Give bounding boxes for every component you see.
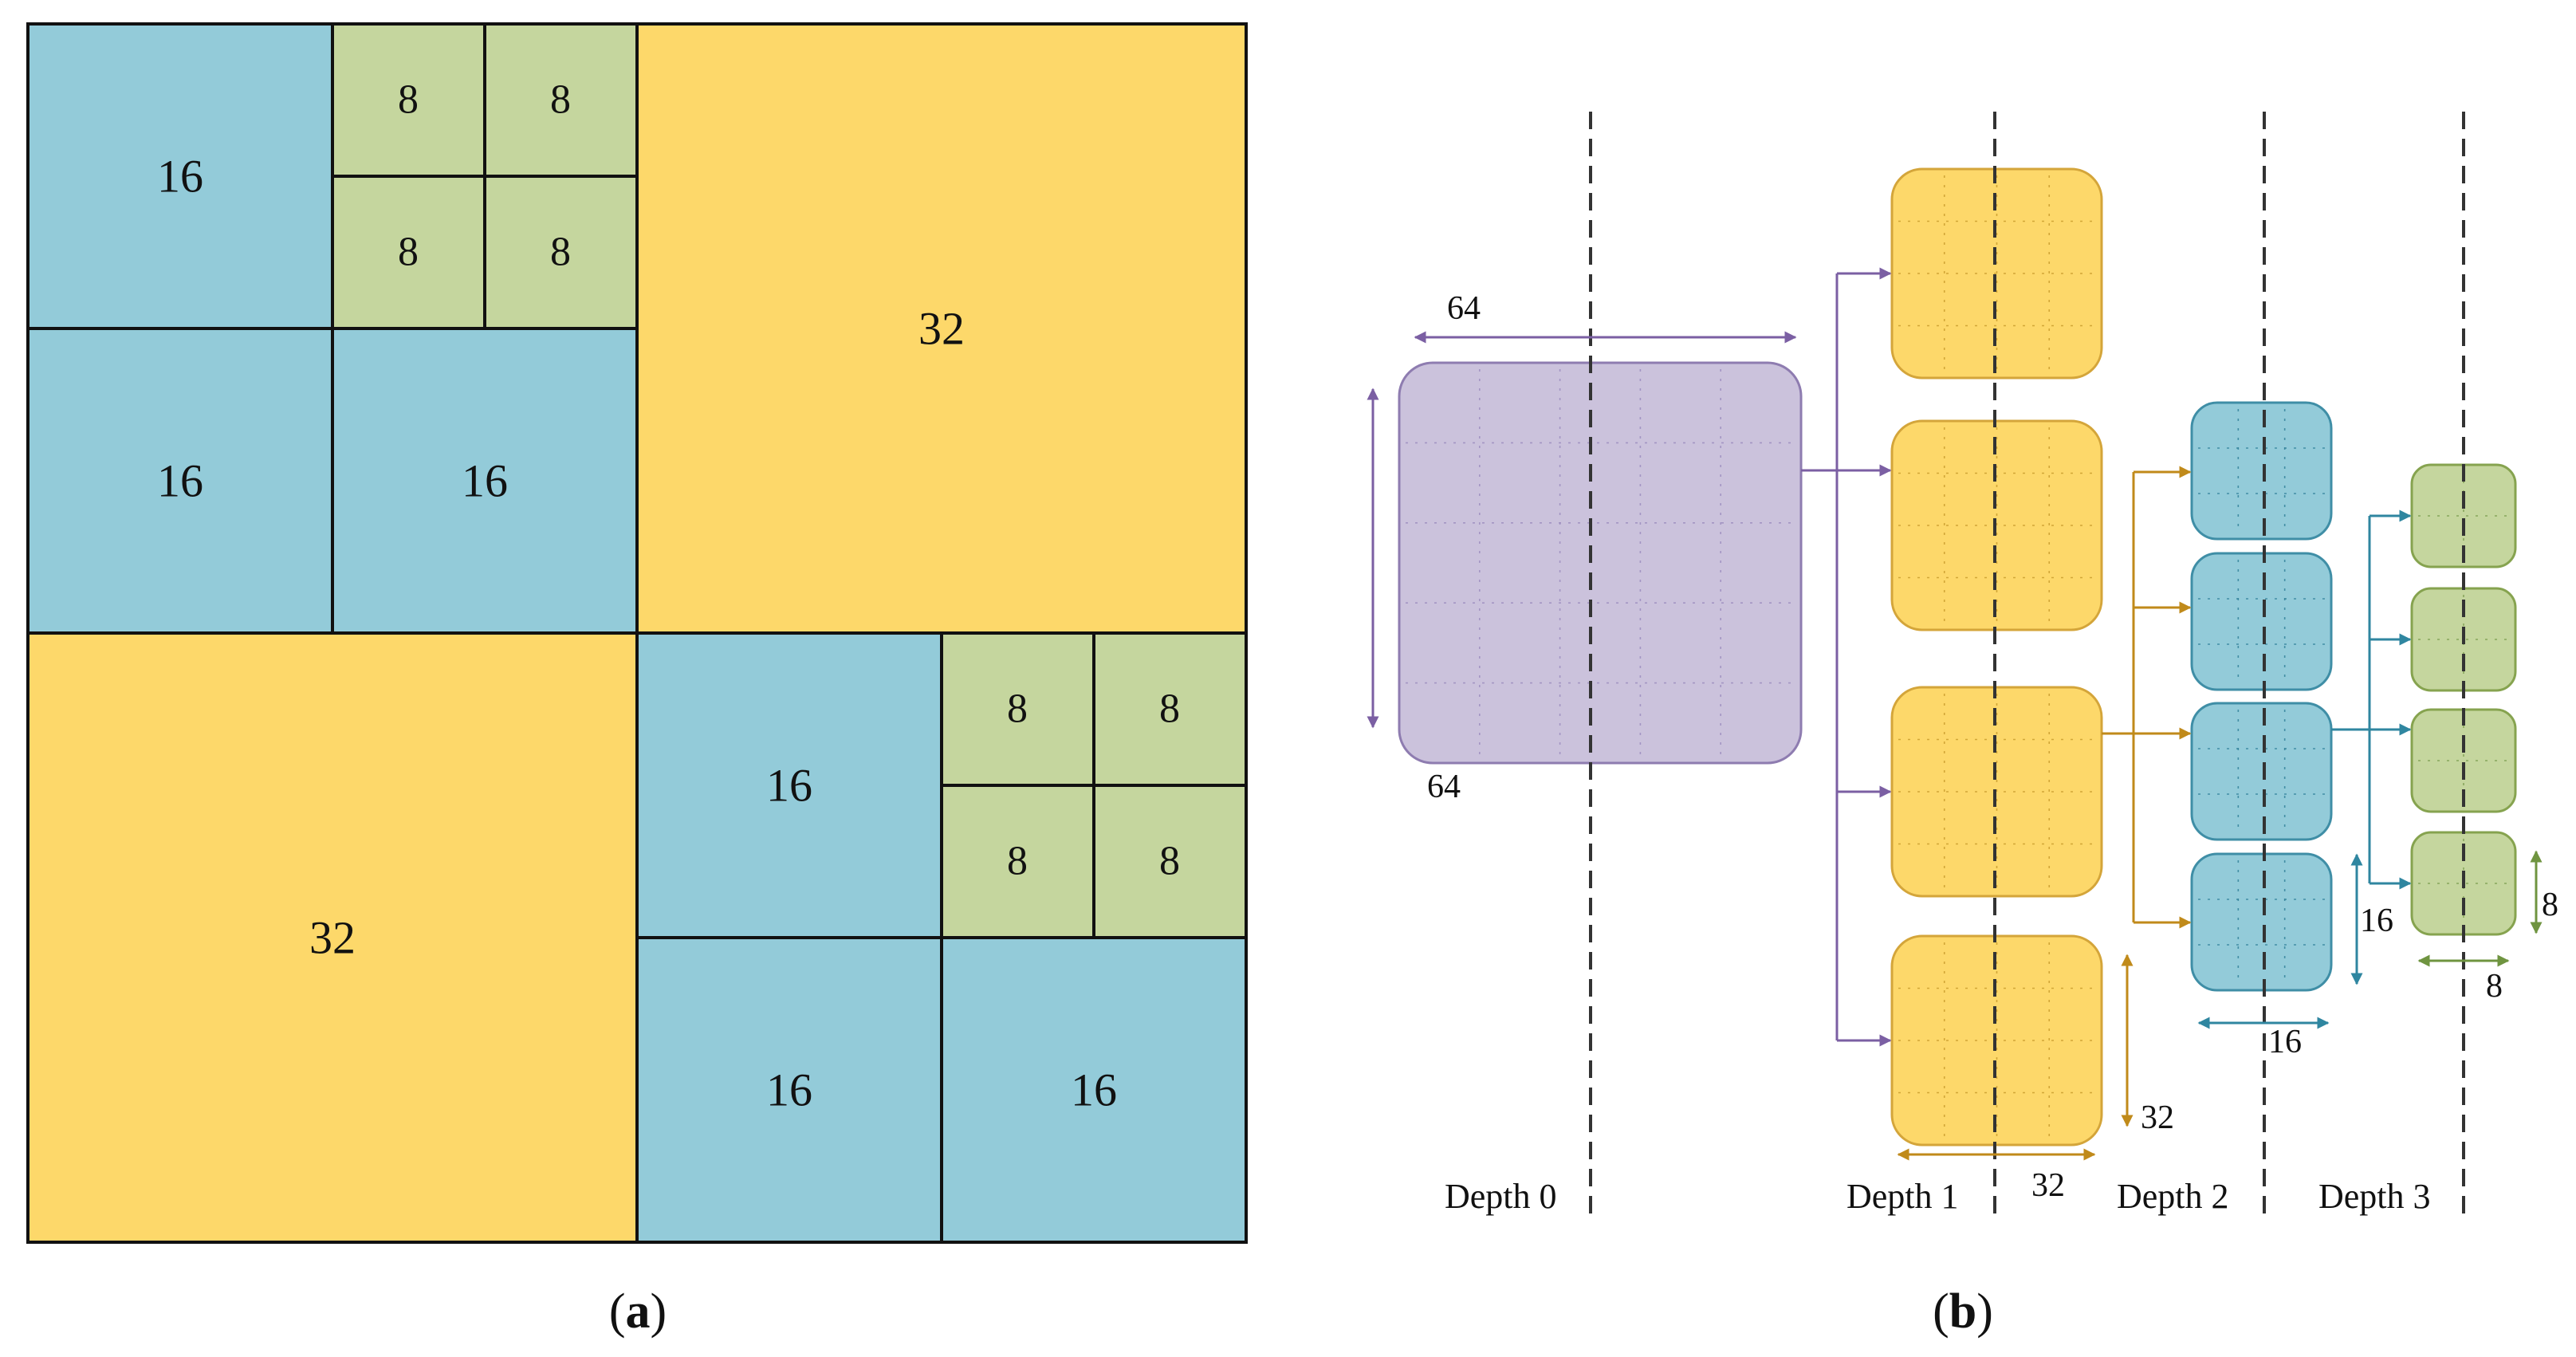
depth-tree: 64 64 32 32 16 16 8 8 Depth 0 Depth 1 De…: [1367, 112, 2558, 1220]
cell-rect: [940, 936, 1248, 1244]
cell-label: 16: [462, 455, 508, 507]
quadtree-cell-16: 16: [940, 936, 1248, 1244]
depth0-height-label: 64: [1427, 769, 1461, 805]
cell-rect: [26, 327, 334, 635]
cell-label: 16: [1071, 1064, 1117, 1116]
quadtree-cell-8: 8: [331, 22, 486, 178]
panel-b-caption: (b): [1933, 1284, 1993, 1339]
quadtree-cell-8: 8: [483, 175, 639, 330]
block-64: [1398, 361, 1803, 765]
depth1-blocks: [1890, 167, 2103, 1147]
cell-label: 8: [1159, 839, 1180, 884]
quadtree-cell-16: 16: [331, 327, 639, 635]
quadtree-partition: 16 8 8 8 8 16 16 32: [26, 22, 1248, 1244]
cell-label: 16: [157, 151, 203, 203]
cell-rect: [331, 22, 486, 178]
cell-rect: [1092, 784, 1248, 939]
cell-rect: [635, 22, 1248, 635]
cell-label: 8: [550, 77, 571, 123]
connector-depth1-depth2: [2102, 466, 2192, 929]
dimension-arrows: [1367, 331, 2543, 1161]
block-16: [2190, 552, 2333, 691]
quadtree-cell-16: 16: [26, 22, 334, 330]
block-16: [2190, 852, 2333, 992]
depth-label-3: Depth 3: [2318, 1177, 2431, 1216]
cell-rect: [635, 631, 943, 939]
cell-label: 8: [398, 77, 419, 123]
cell-label: 8: [398, 230, 419, 275]
cell-label: 8: [1007, 839, 1028, 884]
block-16: [2190, 401, 2333, 541]
quadtree-cell-32: 32: [26, 631, 639, 1244]
cell-label: 16: [766, 1064, 812, 1116]
quadtree-cell-8: 8: [483, 22, 639, 178]
cell-label: 16: [766, 760, 812, 812]
quadtree-cell-16: 16: [635, 631, 943, 939]
cell-label: 8: [550, 230, 571, 275]
depth3-width-label: 8: [2486, 968, 2503, 1005]
depth-label-2: Depth 2: [2117, 1177, 2229, 1216]
quadtree-cell-8: 8: [331, 175, 486, 330]
connector-depth2-depth3: [2331, 509, 2412, 890]
depth0-block: [1398, 361, 1803, 765]
cell-label: 8: [1159, 686, 1180, 732]
depth-label-0: Depth 0: [1445, 1177, 1557, 1216]
connector-depth0-depth1: [1801, 267, 1892, 1047]
depth3-height-label: 8: [2542, 887, 2558, 923]
cell-label: 16: [157, 455, 203, 507]
quadtree-cell-32: 32: [635, 22, 1248, 635]
cell-label: 8: [1007, 686, 1028, 732]
quadtree-cell-16: 16: [26, 327, 334, 635]
cell-label: 32: [918, 303, 965, 355]
quadtree-cell-8: 8: [1092, 784, 1248, 939]
depth1-height-label: 32: [2141, 1099, 2174, 1136]
quadtree-cell-8: 8: [940, 631, 1095, 787]
quadtree-cell-8: 8: [940, 784, 1095, 939]
cell-rect: [635, 936, 943, 1244]
quadtree-cell-8: 8: [1092, 631, 1248, 787]
depth2-height-label: 16: [2360, 903, 2393, 939]
depth-separators: [1589, 112, 2465, 1220]
depth-labels: Depth 0 Depth 1 Depth 2 Depth 3: [1445, 1177, 2431, 1216]
cell-rect: [483, 22, 639, 178]
cell-rect: [1092, 631, 1248, 787]
block-grids: [1406, 175, 2509, 1139]
block-16: [2190, 702, 2333, 841]
depth-label-1: Depth 1: [1846, 1177, 1959, 1216]
dimension-labels: 64 64 32 32 16 16 8 8: [1427, 290, 2558, 1204]
depth1-width-label: 32: [2031, 1167, 2065, 1204]
cell-label: 32: [309, 912, 356, 964]
depth2-width-label: 16: [2268, 1024, 2302, 1060]
cell-rect: [26, 631, 639, 1244]
cell-rect: [26, 22, 334, 330]
depth2-blocks: [2190, 401, 2333, 992]
panel-a-caption: (a): [609, 1284, 667, 1339]
quadtree-cell-16: 16: [635, 936, 943, 1244]
depth0-width-label: 64: [1447, 290, 1481, 327]
